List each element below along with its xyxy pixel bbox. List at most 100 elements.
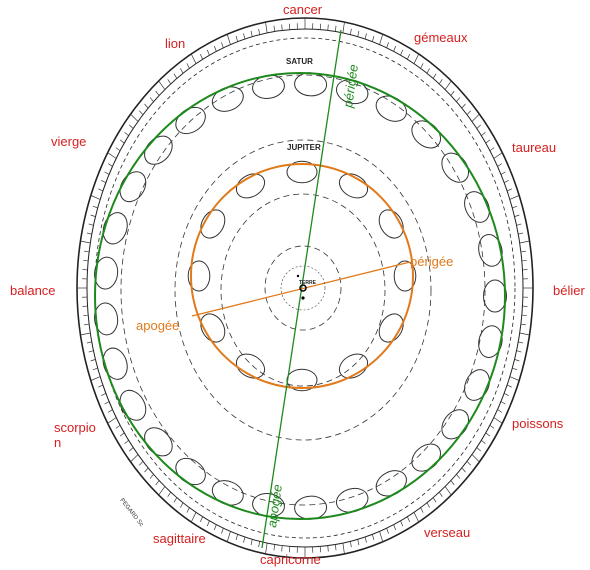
degree-tick bbox=[108, 410, 112, 413]
degree-tick bbox=[335, 26, 336, 32]
degree-tick bbox=[343, 543, 345, 555]
degree-tick bbox=[490, 148, 494, 151]
degree-tick bbox=[433, 498, 436, 503]
epicycle-loop bbox=[374, 206, 408, 243]
degree-tick bbox=[439, 79, 442, 84]
epicycle-loop bbox=[484, 280, 507, 312]
degree-tick bbox=[129, 125, 133, 129]
degree-tick bbox=[191, 53, 196, 63]
degree-tick bbox=[187, 508, 190, 513]
degree-tick bbox=[445, 81, 451, 90]
degree-tick bbox=[451, 91, 454, 95]
jupiter-label: JUPITER bbox=[287, 143, 321, 152]
degree-tick bbox=[150, 97, 153, 101]
degree-tick bbox=[477, 125, 481, 129]
degree-tick bbox=[180, 68, 183, 73]
zodiac-poissons: poissons bbox=[512, 416, 563, 431]
degree-tick bbox=[372, 36, 374, 42]
degree-tick bbox=[116, 148, 120, 151]
degree-tick bbox=[433, 74, 436, 79]
zodiac-capricorne: capricorne bbox=[260, 552, 321, 567]
degree-tick bbox=[227, 531, 230, 542]
degree-tick bbox=[520, 241, 530, 243]
degree-tick bbox=[174, 74, 177, 79]
degree-tick bbox=[358, 539, 359, 545]
degree-tick bbox=[462, 468, 466, 472]
degree-tick bbox=[83, 260, 88, 261]
degree-tick bbox=[83, 315, 88, 316]
degree-tick bbox=[244, 537, 245, 543]
degree-tick bbox=[168, 79, 171, 84]
jupiter-apsis-line bbox=[192, 262, 410, 316]
degree-tick bbox=[407, 517, 409, 522]
degree-tick bbox=[365, 33, 366, 39]
degree-tick bbox=[98, 189, 103, 191]
degree-tick bbox=[214, 525, 216, 530]
saturn-apogee-label: apogée bbox=[264, 483, 285, 528]
degree-tick bbox=[380, 531, 383, 542]
degree-tick bbox=[101, 393, 106, 395]
degree-tick bbox=[512, 206, 517, 208]
jupiter-epicycle-loops bbox=[188, 161, 416, 391]
degree-tick bbox=[472, 114, 480, 122]
degree-tick bbox=[456, 474, 459, 478]
degree-tick bbox=[394, 46, 396, 51]
degree-tick bbox=[451, 480, 454, 484]
degree-tick bbox=[477, 447, 481, 451]
degree-tick bbox=[445, 486, 451, 495]
degree-tick bbox=[497, 410, 501, 413]
epicycle-loop bbox=[196, 310, 230, 347]
degree-tick bbox=[251, 539, 252, 545]
degree-tick bbox=[350, 541, 351, 547]
degree-tick bbox=[105, 402, 109, 405]
zodiac-verseau: verseau bbox=[424, 525, 470, 540]
degree-tick bbox=[200, 54, 202, 59]
degree-tick bbox=[156, 91, 159, 95]
degree-tick bbox=[497, 164, 501, 167]
degree-tick bbox=[207, 50, 209, 55]
degree-tick bbox=[168, 492, 171, 497]
degree-tick bbox=[517, 224, 522, 225]
degree-tick bbox=[274, 26, 275, 32]
degree-tick bbox=[520, 333, 530, 335]
degree-tick bbox=[236, 534, 238, 540]
degree-tick bbox=[108, 164, 112, 167]
degree-tick bbox=[191, 512, 196, 522]
degree-tick bbox=[180, 503, 183, 508]
degree-tick bbox=[421, 508, 424, 513]
degree-tick bbox=[93, 206, 98, 208]
degree-tick bbox=[108, 418, 117, 424]
earth-label: TERRE bbox=[299, 280, 317, 286]
jupiter-orbit bbox=[191, 164, 413, 388]
degree-tick bbox=[158, 81, 164, 90]
degree-tick bbox=[101, 180, 106, 182]
degree-tick bbox=[512, 368, 517, 370]
degree-tick bbox=[145, 104, 149, 108]
degree-tick bbox=[467, 461, 471, 465]
degree-tick bbox=[510, 377, 519, 381]
dashed-rings bbox=[121, 75, 485, 505]
degree-tick bbox=[89, 224, 94, 225]
degree-tick bbox=[414, 512, 419, 522]
degree-tick bbox=[274, 544, 275, 550]
zodiac-vierge: vierge bbox=[51, 134, 86, 149]
zodiac-belier: bélier bbox=[553, 283, 585, 298]
zodiac-gemeaux: gémeaux bbox=[414, 30, 467, 45]
degree-tick bbox=[486, 433, 490, 436]
degree-tick bbox=[84, 251, 89, 252]
degree-tick bbox=[116, 425, 120, 428]
degree-tick bbox=[328, 546, 329, 552]
degree-tick bbox=[80, 333, 90, 335]
degree-tick bbox=[87, 342, 92, 343]
degree-tick bbox=[387, 528, 389, 533]
degree-tick bbox=[472, 454, 480, 462]
degree-tick bbox=[84, 324, 89, 325]
zodiac-balance: balance bbox=[10, 283, 56, 298]
degree-tick bbox=[221, 528, 223, 533]
degree-tick bbox=[518, 233, 523, 234]
degree-tick bbox=[145, 468, 149, 472]
degree-tick bbox=[91, 215, 96, 217]
degree-tick bbox=[187, 63, 190, 68]
epicycle-loop bbox=[294, 495, 327, 520]
degree-tick bbox=[227, 34, 230, 45]
